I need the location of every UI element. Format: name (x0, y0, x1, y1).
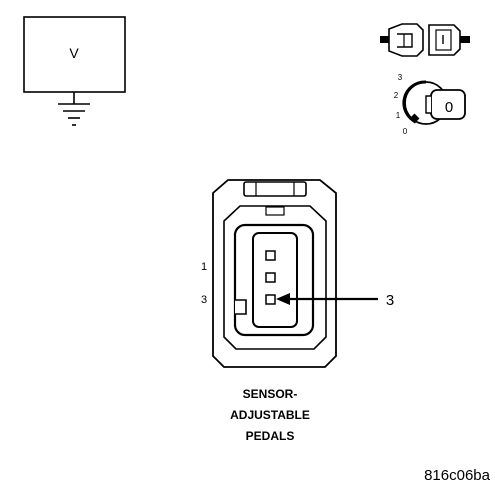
disconnect-connector-icon (380, 23, 470, 57)
reference-code: 816c06ba (424, 467, 490, 484)
pin-cavity-3 (265, 294, 276, 305)
pin-cavity-1 (265, 250, 276, 261)
pin-label-3: 3 (201, 294, 207, 306)
key-position-3: 3 (398, 73, 403, 82)
caption-line-3: PEDALS (245, 429, 295, 443)
callout-arrow (276, 293, 378, 305)
callout-label: 3 (386, 292, 394, 309)
ignition-key-icon: 3 2 1 0 0 (394, 73, 466, 136)
connector-caption: SENSOR- ADJUSTABLE PEDALS (180, 384, 360, 447)
voltmeter-symbol: V (23, 16, 126, 126)
connector-lock-tab (265, 206, 285, 216)
ground-icon (58, 103, 90, 126)
key-position-0: 0 (403, 127, 408, 136)
sensor-connector: 1 3 3 (201, 179, 394, 368)
key-label: 0 (445, 99, 453, 116)
connector-key-notch (235, 299, 247, 315)
pin-cavity-2 (265, 272, 276, 283)
caption-line-1: SENSOR- (242, 387, 298, 401)
connector-cavity-frame (233, 223, 315, 337)
pin-label-1: 1 (201, 261, 207, 273)
voltmeter-label: V (69, 45, 79, 61)
caption-line-2: ADJUSTABLE (230, 408, 310, 422)
key-position-1: 1 (396, 111, 401, 120)
connector-latch (243, 181, 307, 197)
key-position-2: 2 (394, 91, 399, 100)
